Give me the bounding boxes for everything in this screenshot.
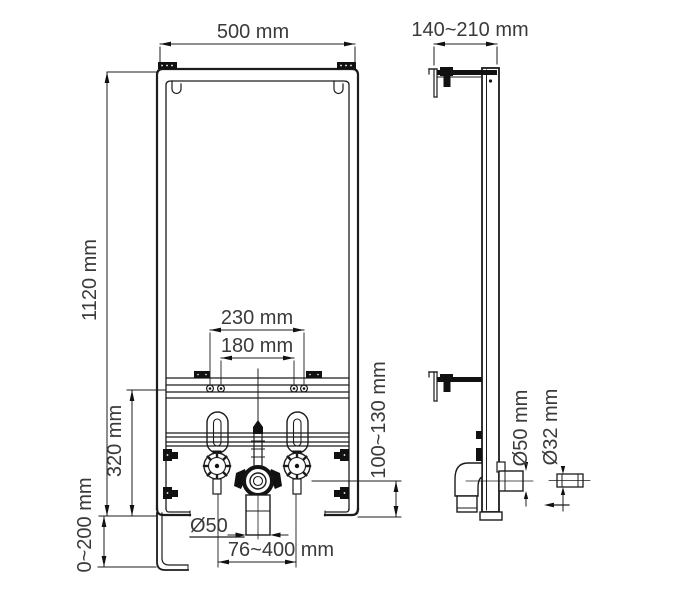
dim-drain-center-height: 100~130 mm <box>368 361 390 478</box>
dim-drain-range-lines <box>217 493 297 568</box>
dim-bolt-outer-lines <box>209 327 305 385</box>
post-hole <box>488 79 493 83</box>
rail-clips <box>194 371 322 378</box>
stud-flange-right <box>282 450 312 495</box>
dim-water-pipe-diameter: Ø32 mm <box>540 389 562 466</box>
water-inlet-fitting <box>548 473 591 488</box>
top-hook-left <box>171 80 182 95</box>
dim-frame-height-lines <box>98 71 158 517</box>
waste-connector <box>465 461 534 492</box>
dim-lower-section-height: 320 mm <box>104 405 126 477</box>
dim-frame-height: 1120 mm <box>79 239 101 321</box>
side-view <box>428 41 591 521</box>
fixing-holes <box>206 384 309 393</box>
dim-bolt-inner-lines <box>220 355 295 385</box>
top-mounting-plates <box>158 62 356 69</box>
dim-drain-diameter: Ø50 <box>190 515 228 537</box>
dim-frame-width-lines <box>159 41 356 63</box>
drain-assembly <box>189 368 289 540</box>
side-studs <box>476 431 482 461</box>
lower-cross-rail <box>165 432 350 447</box>
dim-bolt-spacing-inner: 180 mm <box>221 335 293 357</box>
dim-leg-extension-lines <box>97 515 157 568</box>
side-post <box>481 67 500 513</box>
upper-wall-bracket <box>428 67 497 98</box>
drain-clamp-ring <box>242 465 274 497</box>
stud-flange-left <box>202 450 232 495</box>
dim-waste-pipe-diameter: Ø50 mm <box>510 390 532 467</box>
dim-lower-section-lines <box>126 389 166 517</box>
dim-frame-width: 500 mm <box>217 21 289 43</box>
dim-wall-offset: 140~210 mm <box>411 19 528 41</box>
side-clips <box>163 449 349 499</box>
front-view <box>97 41 402 571</box>
dim-leg-extension: 0~200 mm <box>74 477 96 572</box>
dim-water-pipe-lines <box>560 466 566 512</box>
top-hook-right <box>333 80 344 95</box>
bottom-bends-and-leg <box>155 507 360 571</box>
dim-waste-pipe-lines <box>523 462 529 507</box>
frame-outline <box>155 67 360 511</box>
drain-valve-nut <box>253 420 263 434</box>
drain-elbow <box>454 462 483 513</box>
dim-bolt-spacing-outer: 230 mm <box>221 307 293 329</box>
flow-direction-arrow <box>544 502 570 508</box>
dimension-labels: 500 mm 140~210 mm 1120 mm 230 mm 180 mm … <box>74 19 562 573</box>
dim-wall-offset-lines <box>433 41 498 66</box>
dim-drain-height-lines <box>311 480 402 518</box>
dim-drain-offset-range: 76~400 mm <box>228 539 334 561</box>
lower-wall-bracket <box>428 371 482 402</box>
adjustable-leg <box>156 512 189 571</box>
post-foot <box>479 511 503 521</box>
